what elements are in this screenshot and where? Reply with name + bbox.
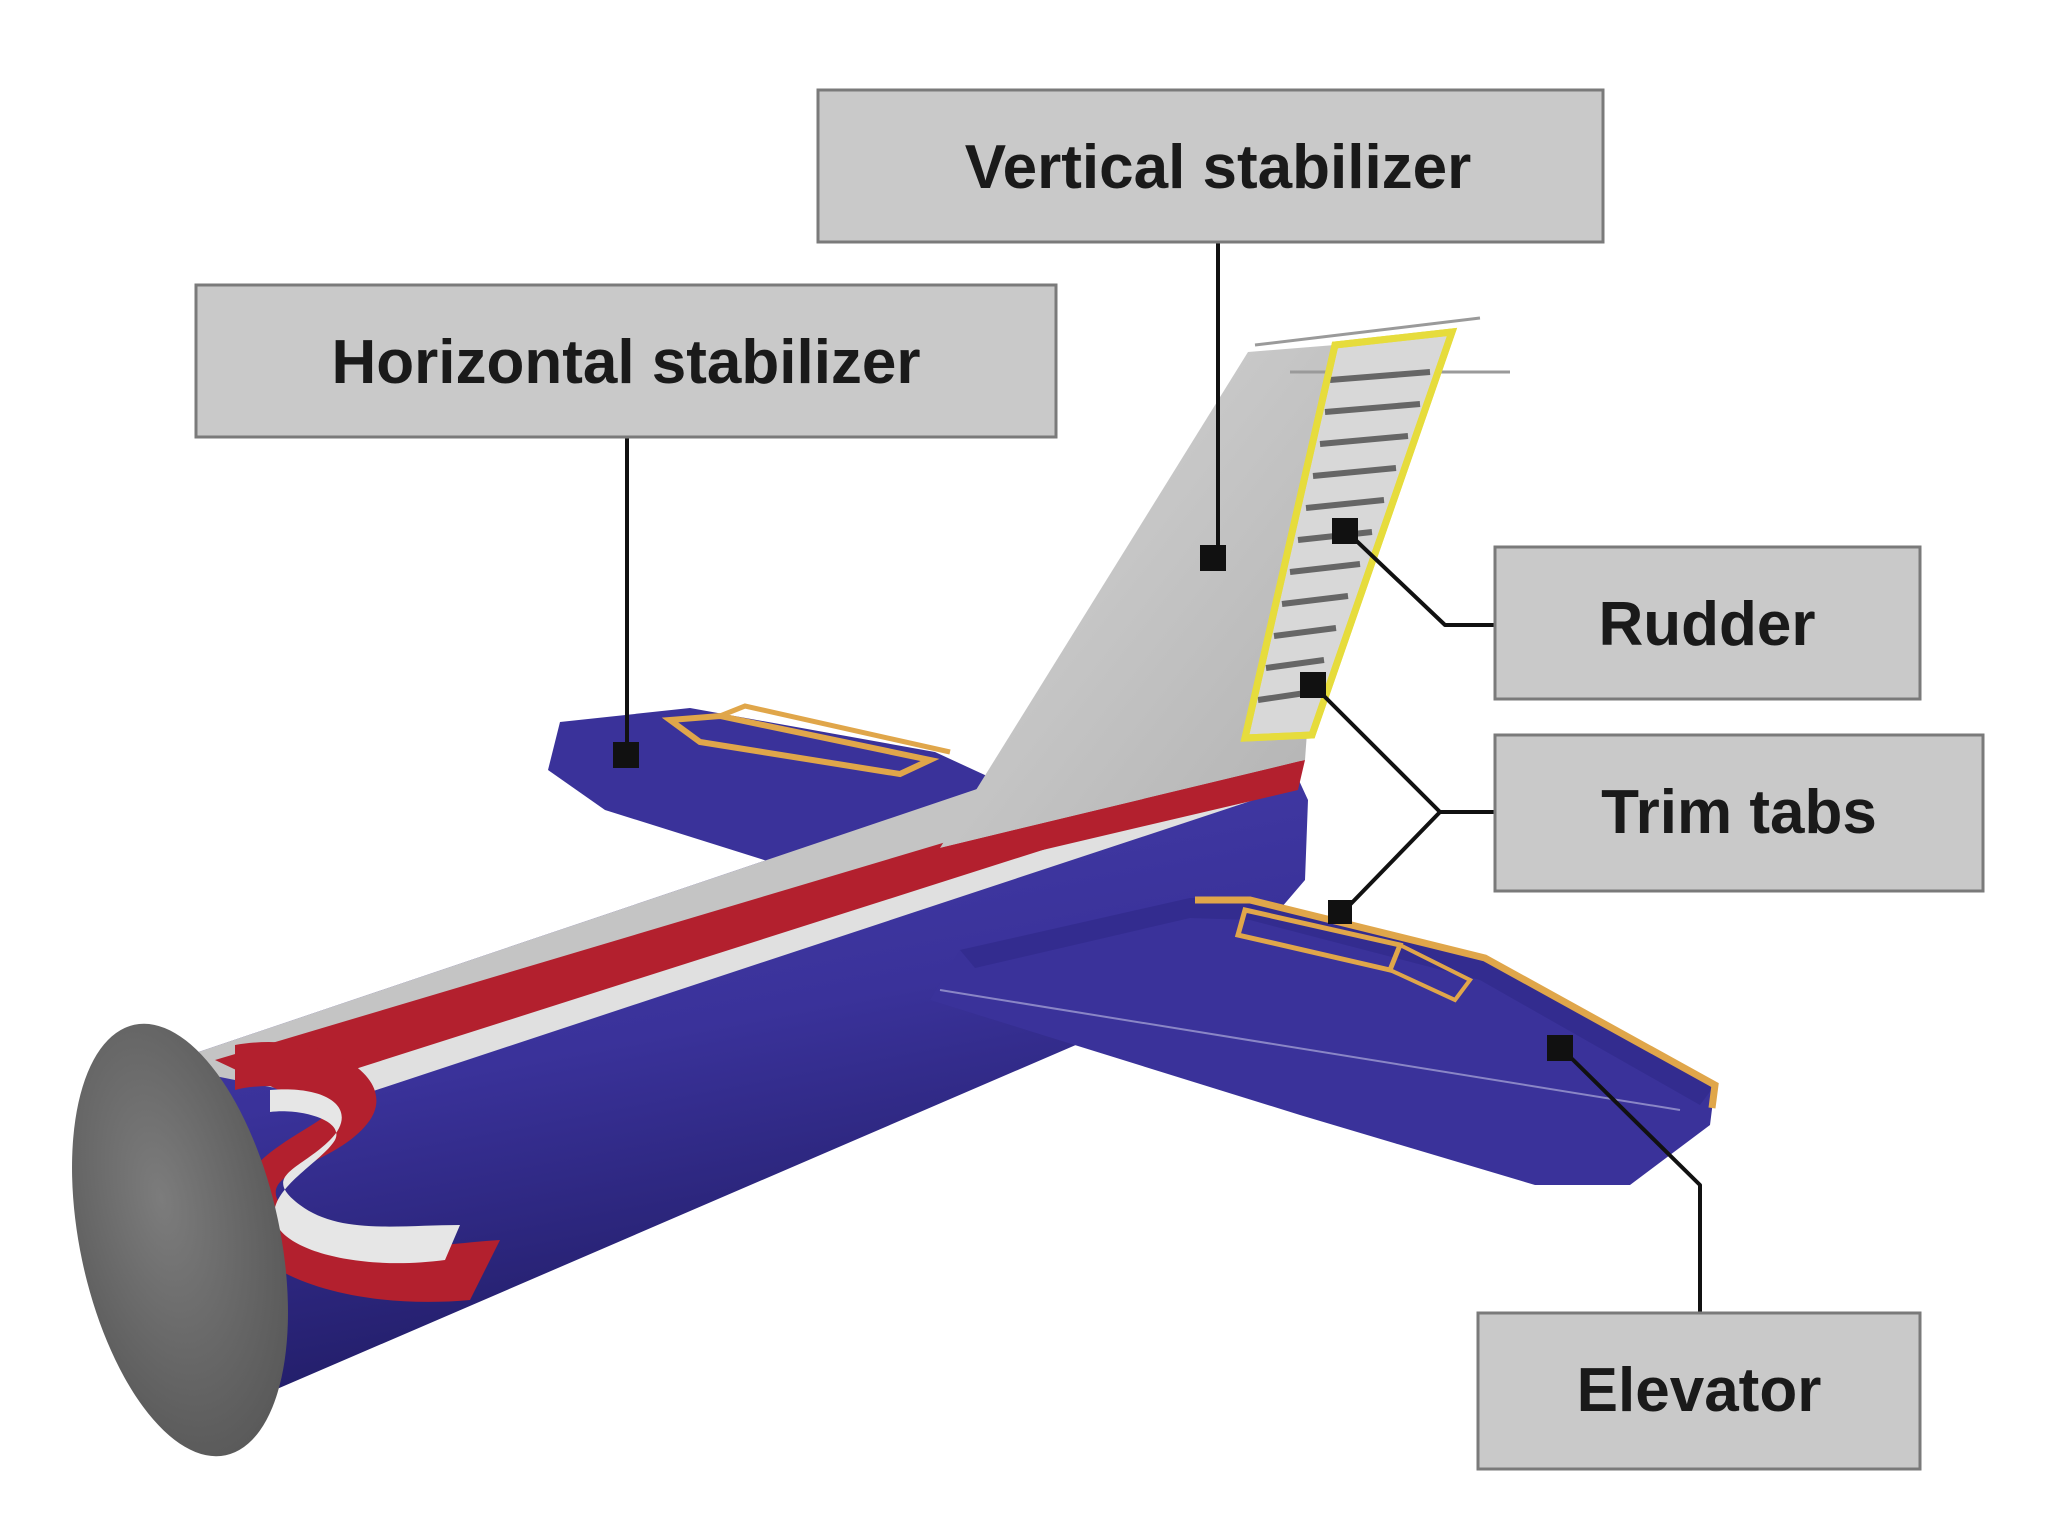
anchor-vertical-stabilizer [1200,545,1226,571]
callout-rudder: Rudder [1493,545,1922,701]
label-vertical-stabilizer: Vertical stabilizer [965,133,1472,202]
vertical-stabilizer [940,316,1510,860]
label-trim-tabs: Trim tabs [1601,778,1877,847]
leader-trim-tabs-lower [1338,810,1442,917]
anchor-rudder [1332,518,1358,544]
leader-trim-tabs-upper [1311,683,1495,814]
callout-trim-tabs: Trim tabs [1493,733,1985,893]
leader-elevator [1558,1045,1702,1313]
callout-vertical-stabilizer: Vertical stabilizer [816,88,1605,244]
anchor-markers [613,518,1573,1061]
fuselage-cross-section [72,1023,288,1457]
callout-horizontal-stabilizer: Horizontal stabilizer [194,283,1058,439]
anchor-horizontal-stabilizer [613,742,639,768]
anchor-elevator [1547,1035,1573,1061]
label-elevator: Elevator [1577,1356,1822,1425]
leader-rudder [1343,528,1495,627]
leader-lines [625,243,1702,1313]
anchor-trim-tab-rudder [1300,672,1326,698]
right-horizontal-stabilizer [930,896,1719,1185]
anchor-trim-tab-elevator [1328,900,1352,924]
callout-elevator: Elevator [1476,1311,1922,1471]
label-rudder: Rudder [1599,590,1816,659]
label-horizontal-stabilizer: Horizontal stabilizer [331,328,920,397]
